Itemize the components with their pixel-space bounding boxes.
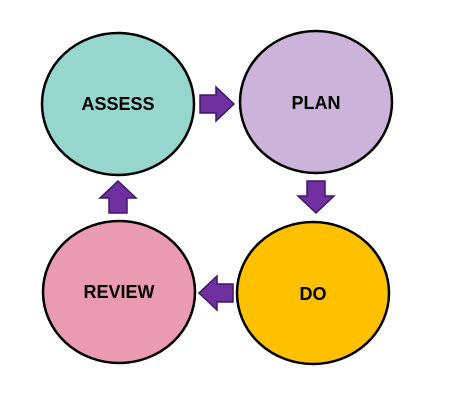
arrow-left-icon [197,274,234,312]
review-node: REVIEW [41,219,197,365]
review-circle [41,219,197,365]
arrow-up-icon [98,179,138,214]
review-label: REVIEW [83,282,154,302]
assess-label: ASSESS [81,94,154,114]
assess-node: ASSESS [40,31,196,177]
plan-label: PLAN [292,93,341,113]
do-node: DO [235,220,391,366]
plan-circle [238,29,394,175]
arrow-down-icon [296,180,336,215]
do-circle [235,220,391,366]
plan-node: PLAN [238,29,394,175]
do-label: DO [300,284,327,304]
assess-circle [40,31,196,177]
arrow-right-icon [199,85,236,123]
